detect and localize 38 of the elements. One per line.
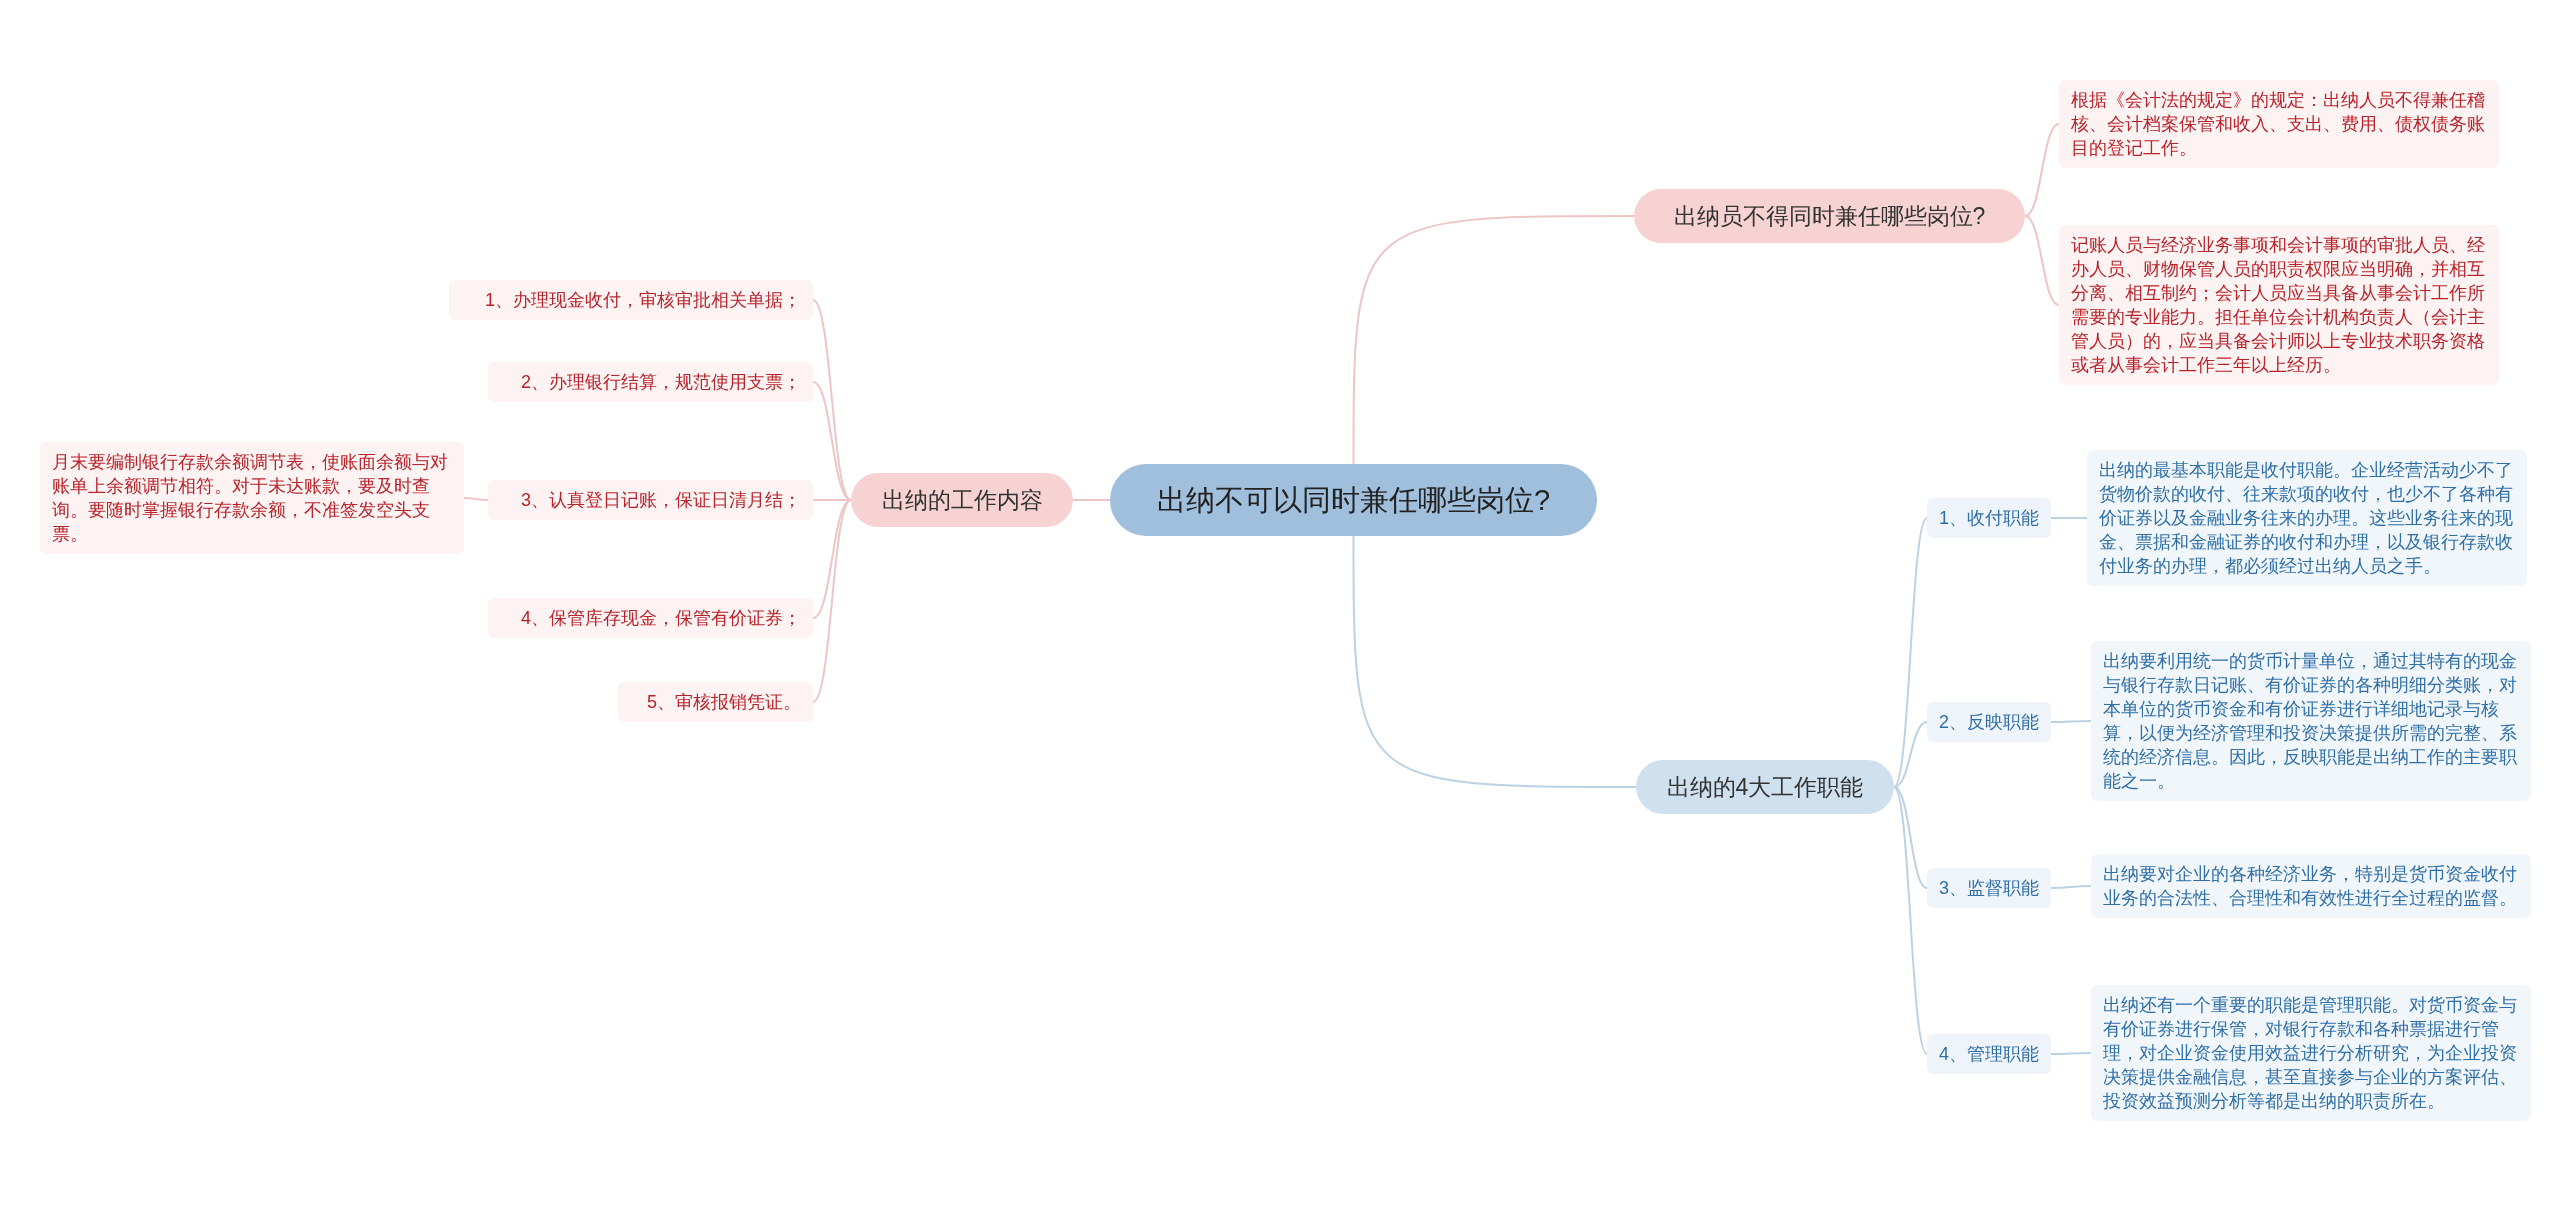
connector-line (1893, 786, 1928, 1055)
connector-line (2050, 720, 2092, 723)
note-box: 月末要编制银行存款余额调节表，使账面余额与对账单上余额调节相符。对于未达账款，要及时查询。要随时掌握银行存款余额，不准签发空头支票。 (40, 442, 464, 554)
note-box: 出纳还有一个重要的职能是管理职能。对货币资金与有价证券进行保管，对银行存款和各种票据进行管理，对企业资金使用效益进行分析研究，为企业投资决策提供金融信息，甚至直接参与企业的方案评估、投资效益预测分析等都是出纳的职责所在。 (2091, 985, 2531, 1121)
central-topic: 出纳不可以同时兼任哪些岗位? (1110, 464, 1597, 536)
connector-line (463, 497, 489, 501)
connector-line (1893, 517, 1928, 788)
connector-line (2024, 123, 2060, 217)
note-box: 出纳要对企业的各种经济业务，特别是货币资金收付业务的合法性、合理性和有效性进行全过程的监督。 (2091, 854, 2531, 918)
note-box: 2、办理银行结算，规范使用支票； (488, 362, 813, 402)
topic-node: 出纳的工作内容 (851, 473, 1073, 527)
connector-line (1893, 786, 1928, 889)
connector-line (812, 499, 852, 703)
subtopic-node: 1、收付职能 (1927, 498, 2051, 538)
connector-line (2024, 215, 2060, 306)
note-box: 5、审核报销凭证。 (618, 682, 813, 722)
connector-line (1893, 721, 1928, 788)
note-box: 3、认真登日记账，保证日清月结； (488, 480, 813, 520)
note-box: 1、办理现金收付，审核审批相关单据； (449, 280, 813, 320)
note-box: 根据《会计法的规定》的规定：出纳人员不得兼任稽核、会计档案保管和收入、支出、费用、债权债务账目的登记工作。 (2059, 80, 2499, 168)
connector-line (2050, 517, 2088, 519)
subtopic-node: 3、监督职能 (1927, 868, 2051, 908)
subtopic-node: 2、反映职能 (1927, 702, 2051, 742)
connector-line (2050, 1052, 2092, 1055)
note-box: 4、保管库存现金，保管有价证券； (488, 598, 813, 638)
subtopic-node: 4、管理职能 (1927, 1034, 2051, 1074)
note-box: 出纳的最基本职能是收付职能。企业经营活动少不了货物价款的收付、往来款项的收付，也少不了各种有价证券以及金融业务往来的办理。这些业务往来的现金、票据和金融证券的收付和办理，以及银行存款收付业务的办理，都必须经过出纳人员之手。 (2087, 450, 2527, 586)
note-box: 记账人员与经济业务事项和会计事项的审批人员、经办人员、财物保管人员的职责权限应当明确，并相互分离、相互制约；会计人员应当具备从事会计工作所需要的专业能力。担任单位会计机构负责人（会计主管人员）的，应当具备会计师以上专业技术职务资格或者从事会计工作三年以上经历。 (2059, 225, 2499, 385)
connector-line (1352, 535, 1637, 788)
topic-node: 出纳员不得同时兼任哪些岗位? (1634, 189, 2025, 243)
topic-node: 出纳的4大工作职能 (1636, 760, 1894, 814)
connector-line (812, 381, 852, 501)
connector-line (1072, 499, 1111, 501)
connector-line (1352, 215, 1635, 465)
connector-line (812, 299, 852, 501)
connector-line (2050, 885, 2092, 889)
connector-line (812, 499, 852, 619)
note-box: 出纳要利用统一的货币计量单位，通过其特有的现金与银行存款日记账、有价证券的各种明细分类账，对本单位的货币资金和有价证券进行详细地记录与核算，以便为经济管理和投资决策提供所需的完整、系统的经济信息。因此，反映职能是出纳工作的主要职能之一。 (2091, 641, 2531, 801)
